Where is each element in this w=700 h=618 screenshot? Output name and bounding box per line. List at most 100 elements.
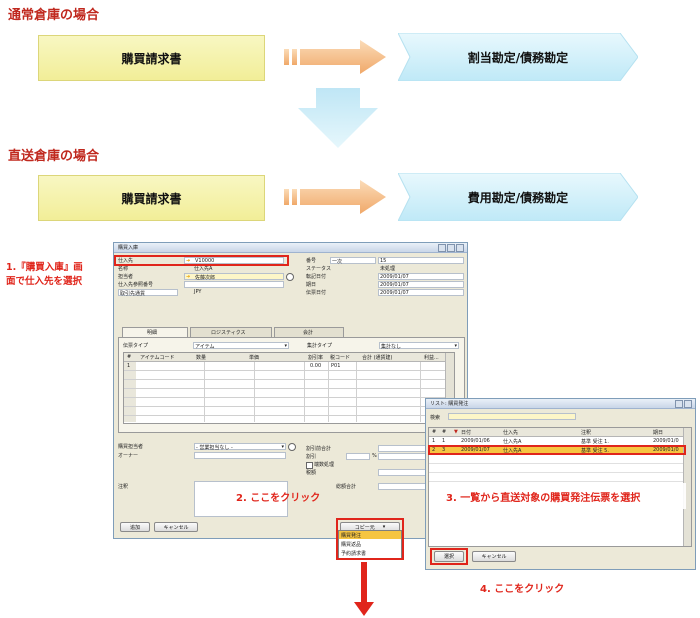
doc-number-label: 番号: [306, 258, 317, 264]
due-date-label: 期日: [306, 282, 317, 288]
copy-from-label: コピー元: [354, 524, 375, 531]
posting-date-field[interactable]: 2009/01/07: [378, 273, 464, 280]
name-value: 仕入先A: [194, 266, 213, 272]
items-grid: # アイテムコード 数量 単価 割引率 税コード 合計 (通貨建) 利益... …: [123, 352, 455, 424]
table-row[interactable]: 1 0.00 P01: [124, 362, 454, 371]
buyer-value: - 営業担当なし -: [196, 445, 233, 451]
doc-number-value: 15: [380, 258, 387, 264]
list-col-date: 日付: [461, 430, 472, 436]
callout-step3-bg: [436, 483, 686, 509]
col-discount: 割引率: [308, 355, 324, 361]
col-profit: 利益...: [424, 355, 439, 361]
sort-icon: ▼: [454, 429, 458, 435]
list-row-doc: 3: [442, 447, 446, 453]
remarks-field[interactable]: [194, 481, 288, 517]
table-row[interactable]: [124, 407, 454, 416]
list-row-doc: 1: [442, 438, 446, 444]
vendor-field[interactable]: ➜ V10000: [184, 257, 284, 264]
buyer-detail-icon[interactable]: [288, 443, 296, 451]
chevron-down-icon: ▾: [454, 343, 457, 349]
contact-detail-icon[interactable]: [286, 273, 294, 281]
posting-date-label: 転記日付: [306, 274, 327, 280]
contact-value: 佐藤次郎: [195, 275, 216, 281]
item-type-label: 伝票タイプ: [123, 343, 149, 349]
col-item-code: アイテムコード: [140, 355, 175, 361]
bottom-expense-box: 費用勘定/債務勘定: [398, 173, 638, 221]
search-input[interactable]: [448, 413, 576, 420]
add-button[interactable]: 追加: [120, 522, 150, 532]
copy-from-highlight: [336, 518, 404, 560]
bottom-right-arrow-icon: [284, 180, 386, 214]
menu-item-reserve-invoice[interactable]: 予約請求書: [339, 549, 401, 557]
contact-label: 担当者: [118, 274, 134, 280]
vendor-ref-field[interactable]: [184, 281, 284, 288]
top-right-arrow-icon: [284, 40, 386, 74]
percent-sign: %: [372, 453, 377, 459]
rounding-label: 端数処理: [314, 462, 335, 468]
doc-date-field[interactable]: 2009/01/07: [378, 289, 464, 296]
menu-item-reserve-invoice-label: 予約請求書: [341, 551, 367, 557]
list-row-n: 2: [432, 447, 436, 453]
grid-scrollbar[interactable]: [445, 353, 454, 423]
tab-contents[interactable]: 明細: [122, 327, 188, 338]
list-row-due: 2009/01/0: [653, 447, 679, 453]
contact-select[interactable]: ➜ 佐藤次郎: [184, 273, 284, 281]
link-arrow-icon: ➜: [186, 274, 191, 280]
top-allocation-label: 割当勘定/債務勘定: [467, 50, 569, 65]
name-label: 名称: [118, 266, 129, 272]
direct-warehouse-heading: 直送倉庫の場合: [8, 149, 100, 164]
select-button[interactable]: 選択: [434, 551, 464, 562]
list-window-title: リスト: 購買発注: [430, 401, 469, 407]
menu-item-purchase-order[interactable]: 購買発注: [339, 531, 401, 539]
item-type-select[interactable]: アイテム ▾: [193, 342, 289, 350]
list-row-n: 1: [432, 438, 436, 444]
close-icon[interactable]: [456, 244, 464, 252]
item-type-value: アイテム: [195, 344, 215, 350]
tab-accounting-label: 会計: [303, 330, 314, 336]
select-button-label: 選択: [443, 554, 454, 560]
close-icon[interactable]: [684, 400, 692, 408]
owner-field[interactable]: [194, 452, 286, 459]
minimize-icon[interactable]: [438, 244, 446, 252]
total-label: 総額合計: [336, 484, 357, 490]
summary-type-select[interactable]: 集計なし ▾: [379, 342, 459, 350]
maximize-icon[interactable]: [447, 244, 455, 252]
table-row[interactable]: [124, 389, 454, 398]
callout-step4: 4. ここをクリック: [480, 584, 565, 595]
due-date-value: 2009/01/07: [380, 282, 409, 288]
top-purchase-invoice-box: 購買請求書: [38, 35, 265, 81]
table-row[interactable]: [124, 371, 454, 380]
table-row[interactable]: [124, 380, 454, 389]
series-select[interactable]: 一次: [330, 257, 376, 265]
rounding-checkbox[interactable]: [306, 462, 313, 469]
due-date-field[interactable]: 2009/01/07: [378, 281, 464, 288]
list-row-vendor: 仕入先A: [503, 448, 522, 454]
list-grid-header: # # ▼ 日付 仕入先 注釈 期日: [429, 428, 691, 437]
status-value: 未処理: [380, 266, 396, 272]
callout-step3: 3. 一覧から直送対象の購買発注伝票を選択: [446, 493, 641, 504]
vendor-label: 仕入先: [118, 258, 134, 264]
list-cancel-button[interactable]: キャンセル: [472, 551, 516, 562]
maximize-icon[interactable]: [675, 400, 683, 408]
list-col-remarks: 注釈: [581, 430, 592, 436]
tab-accounting[interactable]: 会計: [274, 327, 344, 337]
table-row[interactable]: [124, 398, 454, 407]
row-tax: P01: [331, 363, 341, 369]
top-purchase-invoice-label: 購買請求書: [121, 51, 182, 66]
callout-step2: 2. ここをクリック: [236, 493, 321, 504]
menu-item-purchase-return[interactable]: 購買返品: [339, 540, 401, 548]
currency-type-select[interactable]: 取引先通貨: [118, 289, 178, 297]
vendor-value: V10000: [195, 258, 215, 264]
callout-step1-line2: 面で仕入先を選択: [6, 276, 83, 287]
tab-logistics[interactable]: ロジスティクス: [190, 327, 272, 337]
list-col-row: #: [432, 429, 437, 435]
discount-percent-field[interactable]: [346, 453, 370, 460]
copy-from-menu: 購買発注 購買返品 予約請求書: [338, 530, 402, 560]
buyer-select[interactable]: - 営業担当なし - ▾: [194, 443, 286, 451]
link-arrow-icon: ➜: [186, 258, 191, 264]
chevron-down-icon: ▾: [284, 343, 287, 349]
doc-number-field[interactable]: 15: [378, 257, 464, 264]
cancel-button[interactable]: キャンセル: [154, 522, 198, 532]
owner-label: オーナー: [118, 453, 139, 459]
col-price: 単価: [249, 355, 260, 361]
